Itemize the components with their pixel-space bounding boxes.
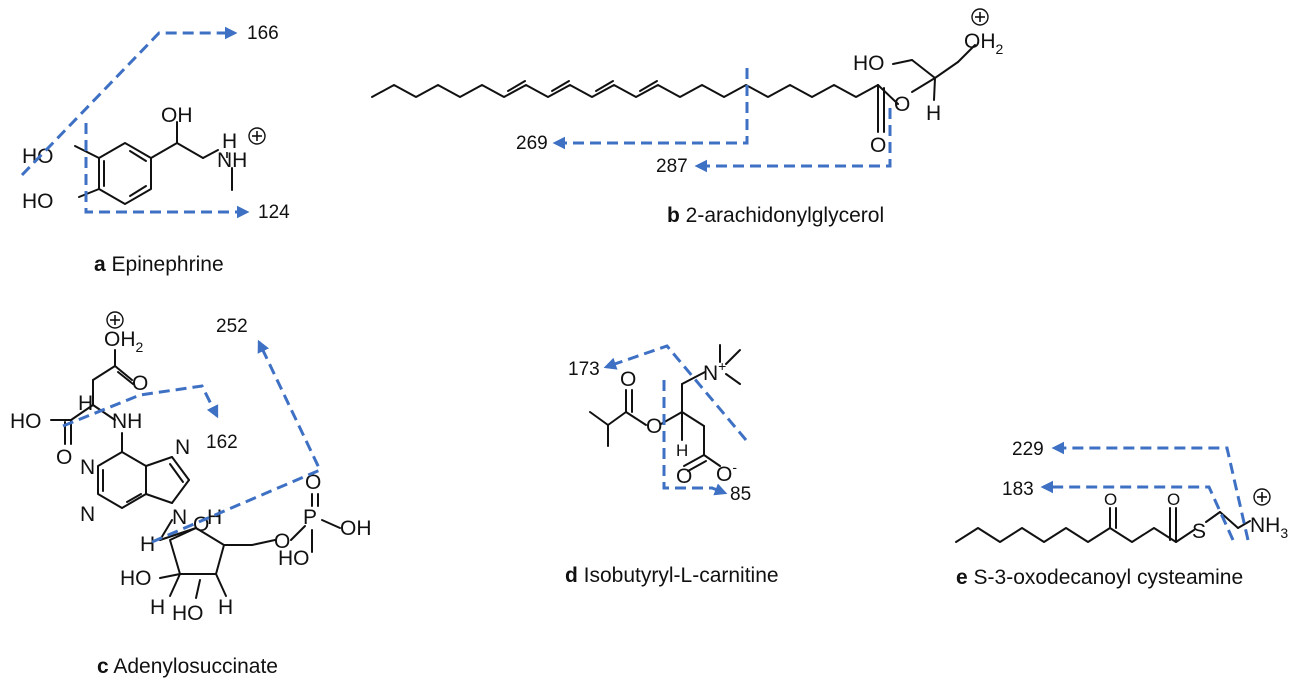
panel-c-adenylosuccinate: OH2 O H HO O NH [10,311,372,678]
fragment-line-124 [84,123,250,219]
panel-d-isobutyryl-l-carnitine: O O H N+ O O- 173 85 d Isobutyryl-L-carn… [565,344,779,587]
fragment-line-287 [694,108,892,173]
atom-oh-label: OH [161,104,193,127]
atom-h-label: H [150,596,165,619]
atom-h-label: H [140,533,155,556]
atom-h-label: H [218,596,233,619]
panel-caption-a: a Epinephrine [94,253,224,276]
panel-caption-c: c Adenylosuccinate [97,655,278,678]
oxodecanoyl-cysteamine-structure: O O S NH3 [955,488,1288,543]
atom-n-label: N [80,456,95,479]
atom-ho-label: HO [120,567,152,590]
atom-o-label: O [305,471,321,494]
fragment-mass-166: 166 [247,23,279,44]
fragment-line-166 [20,26,238,177]
atom-o-label: O [132,372,148,395]
panel-e-s-3-oxodecanoyl-cysteamine: O O S NH3 229 183 e S-3-oxodecanoyl cyst… [955,439,1288,589]
atom-n-label: N [175,436,190,459]
fragment-line-252 [151,339,323,544]
fragment-mass-183: 183 [1002,479,1034,500]
atom-h-label: H [926,102,941,125]
atom-h-label: H [78,392,93,415]
atom-oh2-label: OH2 [964,30,1004,57]
fragment-mass-85: 85 [730,484,751,505]
fragment-line-173 [603,344,748,441]
atom-oh-label: OH [340,517,372,540]
panel-b-2-arachidonylglycerol: O O HO H OH2 269 287 b 2-arachidonylglyc… [371,8,1004,227]
panel-a-epinephrine: OH HO HO NH H 166 124 a Epinephrine [20,23,290,276]
atom-nh-label: NH [112,410,142,433]
atom-ho-label: HO [172,602,204,625]
fragment-mass-287: 287 [656,156,688,177]
atom-h-label: H [207,506,222,529]
atom-o-label: O [646,415,662,438]
fragment-line-269 [552,68,749,150]
positive-charge-icon [1253,488,1271,506]
atom-ho-label: HO [22,190,54,213]
fragment-mass-269: 269 [516,133,548,154]
atom-h-label: H [676,441,688,460]
panel-caption-d: d Isobutyryl-L-carnitine [565,564,779,587]
atom-o-label: O [676,465,692,488]
adenylosuccinate-structure: OH2 O H HO O NH [10,311,372,625]
atom-o-label: O [894,93,910,116]
atom-ho-label: HO [10,410,42,433]
panel-caption-e: e S-3-oxodecanoyl cysteamine [956,566,1243,589]
fragment-mass-162: 162 [206,432,238,453]
positive-charge-icon [106,311,124,329]
atom-ho-label: HO [278,547,310,570]
atom-o-label: O [870,134,886,157]
atom-o-label: O [56,446,72,469]
atom-n-label: N [80,503,95,526]
atom-s-label: S [1192,520,1206,543]
atom-ho-label: HO [22,145,54,168]
atom-h-label: H [222,130,237,153]
fragment-mass-252: 252 [216,316,248,337]
fragment-mass-173: 173 [568,359,600,380]
fragment-line-85 [662,380,728,496]
fragment-line-162 [62,384,219,428]
panel-caption-b: b 2-arachidonylglycerol [667,204,884,227]
fragment-line-229 [1051,441,1250,541]
atom-nh3-label: NH3 [1250,514,1288,541]
atom-oh2-label: OH2 [104,328,144,355]
atom-o-label: O [1167,490,1180,509]
fragment-line-183 [1040,480,1235,541]
atom-o-label: O [274,530,290,553]
positive-charge-icon [248,127,266,145]
fragment-mass-229: 229 [1012,439,1044,460]
atom-o-minus-label: O- [716,459,737,486]
epinephrine-structure: OH HO HO NH H [22,104,266,213]
atom-n-label: N [172,506,187,529]
atom-o-label: O [1104,490,1117,509]
fragment-mass-124: 124 [258,202,290,223]
atom-n-plus-label: N+ [703,358,726,385]
atom-nh-label: NH [217,149,247,172]
isobutyryl-carnitine-structure: O O H N+ O O- [589,344,741,488]
atom-ho-label: HO [853,52,885,75]
atom-o-label: O [620,368,636,391]
atom-p-label: P [303,506,317,529]
2ag-structure: O O HO H OH2 [371,8,1004,157]
positive-charge-icon [971,8,989,26]
